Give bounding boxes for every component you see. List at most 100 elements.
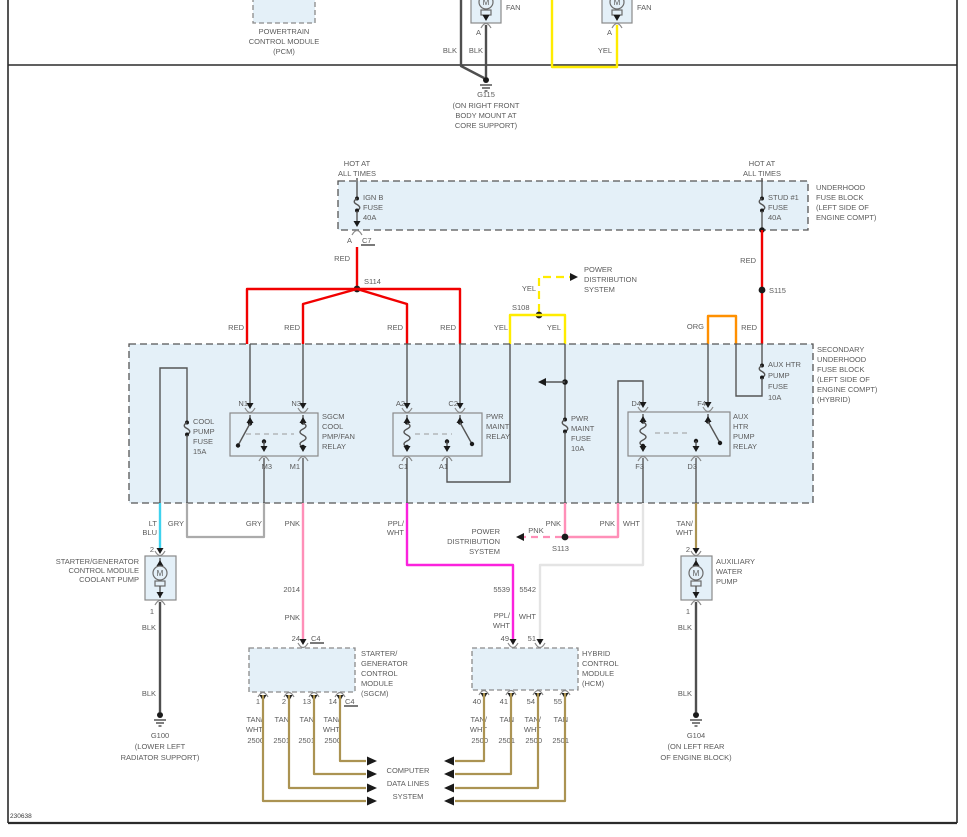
- hcm-circuit-4: 2501: [552, 736, 569, 745]
- secondary-name-line4: (LEFT SIDE OF: [817, 375, 870, 384]
- left-fan-ground-wires: BLK BLK: [443, 0, 488, 80]
- data-lines-line2: DATA LINES: [387, 779, 429, 788]
- underhood-name-line3: (LEFT SIDE OF: [816, 203, 869, 212]
- g104-loc-line1: (ON LEFT REAR: [668, 742, 726, 751]
- pin-label-m3: M3: [262, 462, 272, 471]
- aux-pump-pin-2: 2: [686, 545, 690, 554]
- relay-aux-name-line1: AUX: [733, 412, 748, 421]
- wire-label-red-c7: RED: [334, 254, 350, 263]
- g115-loc-line3: CORE SUPPORT): [455, 121, 518, 130]
- cool-fuse-line1: COOL: [193, 417, 214, 426]
- hcm-circuit-3: 2500: [525, 736, 542, 745]
- wire-label-blk-pump1-a: BLK: [142, 623, 156, 632]
- g115-loc-line2: BODY MOUNT AT: [455, 111, 517, 120]
- sgcm-wire1-line1: TAN/: [246, 715, 263, 724]
- ign-b-fuse-line2: FUSE: [363, 203, 383, 212]
- sgcm-name-line1: STARTER/: [361, 649, 398, 658]
- g100-name: G100: [151, 731, 169, 740]
- wire-label-yel-right: YEL: [547, 323, 561, 332]
- circuit-5542: 5542: [519, 585, 536, 594]
- wire-label-yel-fan: YEL: [598, 46, 612, 55]
- hcm-pin-49: 49: [501, 634, 509, 643]
- pds-ref2-line1: POWER: [472, 527, 501, 536]
- hcm-wire1-line1: TAN/: [470, 715, 487, 724]
- relay-pwr-name-line1: PWR: [486, 412, 504, 421]
- g115-ground: G115 (ON RIGHT FRONT BODY MOUNT AT CORE …: [453, 76, 520, 130]
- underhood-name-line1: UNDERHOOD: [816, 183, 866, 192]
- hcm-wire4: TAN: [554, 715, 568, 724]
- wire-label-red-2: RED: [284, 323, 300, 332]
- pin-label-a2: A2: [396, 399, 405, 408]
- secondary-name-line6: (HYBRID): [817, 395, 851, 404]
- pnk-sgcm-wire: PNK 2014 PNK: [283, 503, 307, 645]
- pwr-fuse-line3: FUSE: [571, 434, 591, 443]
- cool-pump-fuse: COOL PUMP FUSE 15A: [159, 367, 215, 503]
- hcm-data-line-wires: [444, 693, 567, 806]
- sgcm-pin-1: 1: [256, 697, 260, 706]
- right-fan-motor-letter: M: [614, 0, 621, 7]
- sgcm-name-line4: MODULE: [361, 679, 393, 688]
- left-fan-pin-a: A: [476, 28, 481, 37]
- relay-pwr-name-line3: RELAY: [486, 432, 510, 441]
- stud1-fuse-line2: FUSE: [768, 203, 788, 212]
- aux-pump-name-line1: AUXILIARY: [716, 557, 755, 566]
- relay-aux-htr-pump: D4 F4 F3 D3 AUX HTR PUMP RELAY: [627, 399, 757, 503]
- aux-pump-motor-letter: M: [693, 569, 700, 578]
- wire-label-red-1: RED: [228, 323, 244, 332]
- wire-label-wht: WHT: [623, 519, 640, 528]
- wire-label-pnk: PNK: [285, 519, 300, 528]
- sgcm-wire1-line2: WHT: [246, 725, 263, 734]
- pin-label-n1: N1: [238, 399, 248, 408]
- sgcm-top-pin-24: 24: [292, 634, 300, 643]
- sgcm-wire4-line1: TAN/: [323, 715, 340, 724]
- wire-label-tan-1: TAN/: [676, 519, 693, 528]
- wire-label-blk-a: BLK: [443, 46, 457, 55]
- hcm-circuit-1: 2500: [471, 736, 488, 745]
- tan-wht-wire: TAN/ WHT: [676, 503, 700, 554]
- aux-pump-name-line3: PUMP: [716, 577, 738, 586]
- circuit-5539: 5539: [493, 585, 510, 594]
- s113-label: S113: [552, 544, 569, 553]
- sgcm-name-line3: CONTROL: [361, 669, 398, 678]
- wire-label-red-s115: RED: [741, 323, 757, 332]
- pwr-fuse-line4: 10A: [571, 444, 584, 453]
- coolant-pump-motor-letter: M: [157, 569, 164, 578]
- hot-left-line2: ALL TIMES: [338, 169, 376, 178]
- wire-label-ppl-2: WHT: [387, 528, 404, 537]
- splice-s113: [561, 533, 569, 541]
- ign-b-fuse-line1: IGN B: [363, 193, 383, 202]
- pcm-name-line1: POWERTRAIN: [259, 27, 310, 36]
- pin-label-n3: N3: [291, 399, 301, 408]
- pwr-fuse-line2: MAINT: [571, 424, 595, 433]
- hot-right-line1: HOT AT: [749, 159, 776, 168]
- hcm-wire3-line1: TAN/: [524, 715, 541, 724]
- relay-pwr-maint: A2 C2 C1 A1 PWR MAINT RELAY: [392, 344, 511, 503]
- wire-label-yel-top: YEL: [522, 284, 536, 293]
- right-fan-label: FAN: [637, 3, 652, 12]
- aux-pump-name-line2: WATER: [716, 567, 743, 576]
- right-fan-yel-wire: YEL: [550, 0, 619, 69]
- wire-label-pnk-b: PNK: [285, 613, 300, 622]
- relay-aux-name-line2: HTR: [733, 422, 749, 431]
- g104-loc-line2: OF ENGINE BLOCK): [660, 753, 732, 762]
- g115-loc-line1: (ON RIGHT FRONT: [453, 101, 520, 110]
- underhood-name-line4: ENGINE COMPT): [816, 213, 877, 222]
- relay-sgcm-cool-pmp-fan: N1 N3 M3 M1 SGCM COOL PMP/FAN RELAY: [229, 399, 355, 503]
- g104-name: G104: [687, 731, 705, 740]
- pin-label-d3: D3: [687, 462, 697, 471]
- secondary-name-line2: UNDERHOOD: [817, 355, 867, 364]
- wire-label-gry-a: GRY: [168, 519, 184, 528]
- pds-ref1-line3: SYSTEM: [584, 285, 615, 294]
- wire-label-red-4: RED: [440, 323, 456, 332]
- wire-label-org: ORG: [687, 322, 704, 331]
- wire-label-ppl-b2: WHT: [493, 621, 510, 630]
- hcm-module: 49 51 HYBRID CONTROL MODULE (HCM) 40 41 …: [470, 634, 619, 745]
- red-feed-left: RED S114 RED RED RED RED: [228, 247, 462, 344]
- wire-label-yel-left: YEL: [494, 323, 508, 332]
- relay-sgcm-name-line4: RELAY: [322, 442, 346, 451]
- s115-label: S115: [769, 286, 786, 295]
- g100-ground: BLK BLK G100 (LOWER LEFT RADIATOR SUPPOR…: [121, 602, 200, 762]
- wht-hcm-wire: WHT 5542 WHT: [519, 503, 645, 645]
- hcm-name-line1: HYBRID: [582, 649, 611, 658]
